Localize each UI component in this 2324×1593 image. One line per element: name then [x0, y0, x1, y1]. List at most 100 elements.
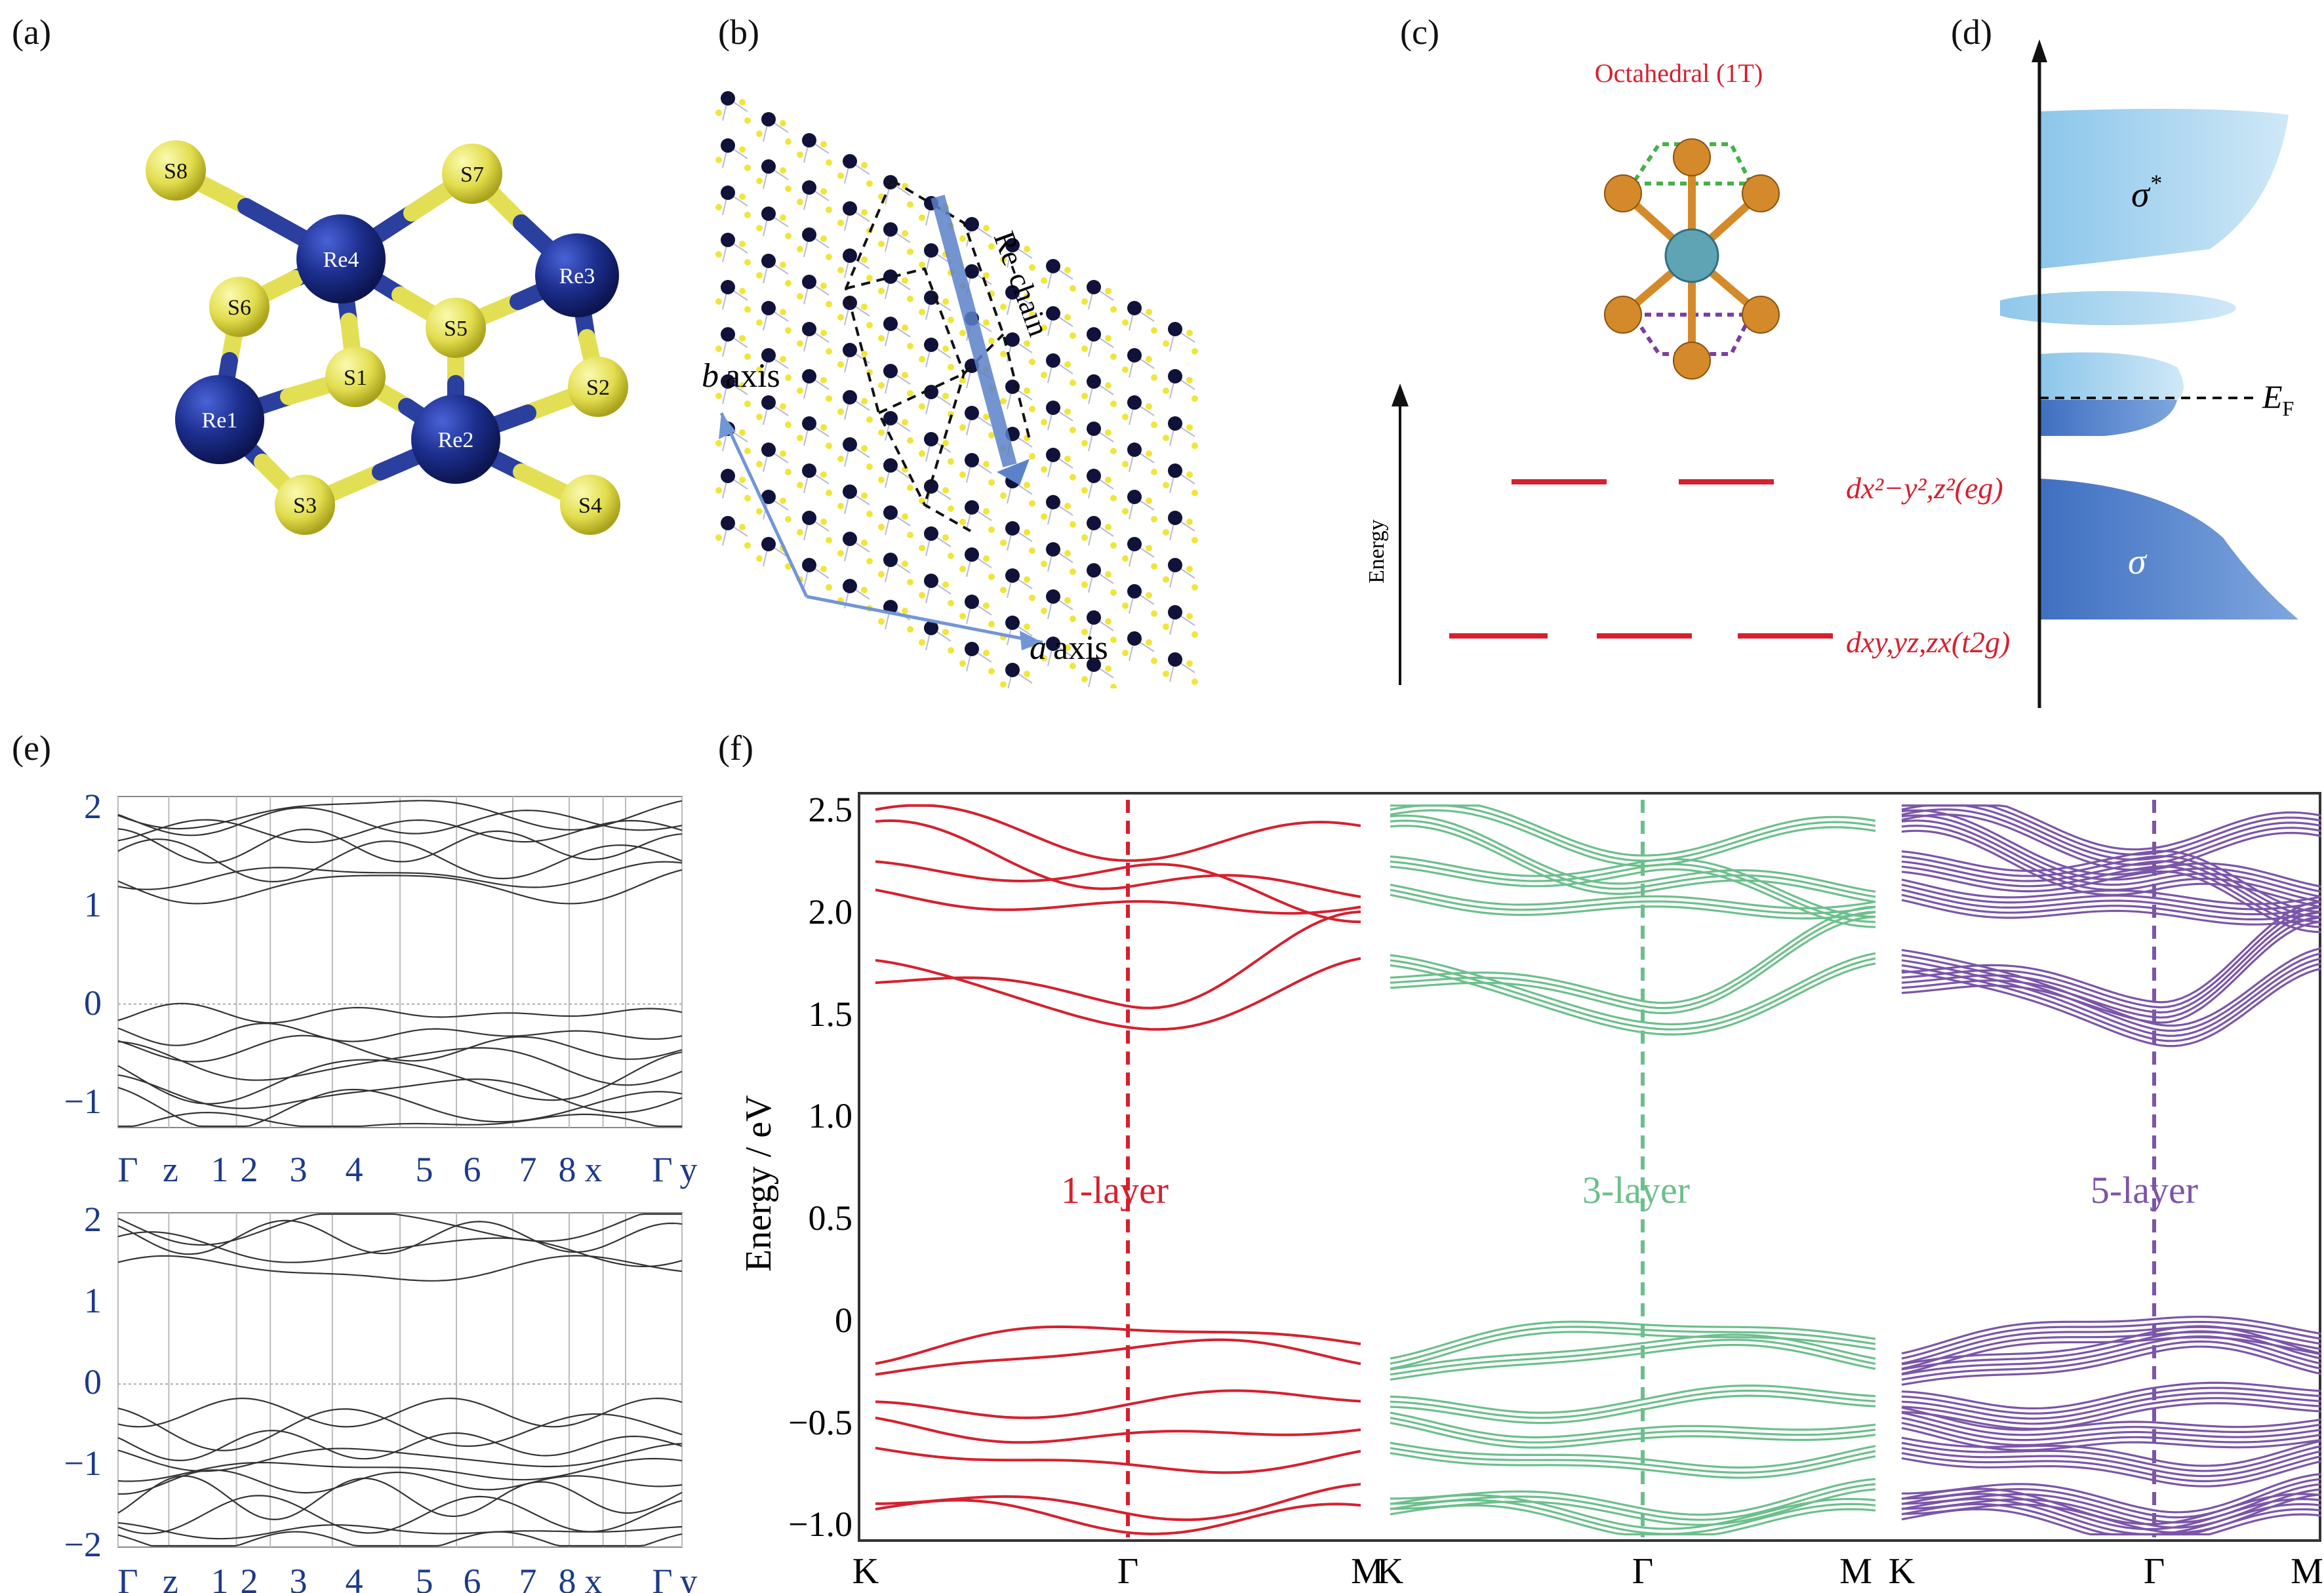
band-line	[1901, 1452, 2322, 1483]
s-atom	[797, 435, 803, 441]
re-atom	[965, 547, 979, 562]
svg-text:−1.0: −1.0	[788, 1504, 852, 1544]
s-atom	[820, 141, 827, 148]
re-atom	[802, 227, 816, 242]
band-line	[1901, 905, 2322, 1009]
s-atom	[756, 319, 763, 326]
s-atom	[785, 516, 791, 522]
band-line	[1901, 1483, 2322, 1524]
s-atom	[1070, 663, 1076, 669]
band-line	[1390, 1494, 1876, 1530]
s-atom	[1192, 537, 1198, 543]
s-atom	[1192, 678, 1198, 685]
band-line	[1390, 957, 1876, 1031]
band-line	[875, 1389, 1361, 1419]
re-atom	[883, 505, 898, 520]
band-line	[1390, 1417, 1876, 1444]
s-atom	[866, 322, 873, 328]
band-line	[117, 1002, 683, 1024]
s-atom	[1110, 589, 1117, 596]
k-label: Γ	[117, 1150, 138, 1189]
re-atom	[721, 186, 735, 200]
s-atom	[861, 162, 868, 168]
s-atom	[785, 374, 791, 381]
band-line	[875, 819, 1361, 898]
band-line	[1901, 1497, 2322, 1535]
s-atom	[988, 338, 995, 344]
atom-s5	[426, 298, 486, 358]
atom-re3	[535, 233, 619, 317]
s-atom	[756, 130, 763, 137]
band-line	[875, 1446, 1361, 1474]
band-line	[1901, 1487, 2322, 1525]
s-atom	[919, 592, 925, 599]
s-atom	[780, 356, 786, 363]
re-atom	[843, 201, 857, 216]
band-line	[1390, 1344, 1876, 1381]
s-atom	[942, 581, 949, 588]
k-label: 8	[559, 1150, 576, 1189]
s-atom	[1186, 377, 1193, 384]
s-atom	[1081, 440, 1088, 446]
band-line	[1390, 952, 1876, 1026]
s-atom	[756, 366, 763, 373]
label-re3: Re3	[559, 264, 595, 288]
band-line	[1390, 884, 1876, 910]
re-atom	[1005, 238, 1020, 252]
re-atom	[883, 317, 898, 331]
s-atom	[907, 484, 913, 491]
band-line	[1390, 1442, 1876, 1469]
re-atom	[1168, 322, 1182, 336]
s-atom	[826, 442, 832, 449]
s-atom	[1070, 285, 1076, 292]
band-line	[117, 1469, 683, 1495]
re-atom	[1005, 521, 1020, 536]
s-atom	[959, 424, 966, 431]
band-line	[117, 1255, 683, 1282]
band-line	[1901, 860, 2322, 923]
s-atom	[959, 566, 966, 572]
s-atom	[1029, 547, 1035, 554]
s-atom	[785, 280, 791, 286]
s-atom	[983, 272, 990, 279]
s-atom	[820, 330, 827, 336]
s-atom	[1163, 482, 1169, 488]
s-atom	[1041, 608, 1047, 614]
f-band-lines	[875, 804, 2322, 1536]
band-line	[875, 910, 1361, 1010]
s-atom	[1024, 387, 1030, 394]
band-line	[117, 1407, 683, 1451]
s-atom	[861, 351, 868, 357]
s-atom	[739, 146, 746, 153]
s-atom	[1041, 277, 1047, 284]
s-atom	[1163, 671, 1169, 677]
k-label: x	[585, 1150, 603, 1189]
k-label: 6	[464, 1562, 481, 1593]
band-line	[875, 1499, 1361, 1535]
s-atom	[1192, 490, 1198, 496]
panel-f-bands: 2.5 2.0 1.5 1.0 0.5 0 −0.5 −1.0 Energy /…	[738, 790, 2323, 1592]
re-atom	[924, 479, 938, 494]
s-atom	[1151, 610, 1157, 617]
s-atom	[826, 301, 832, 307]
s-atom	[1122, 508, 1129, 515]
re-atom	[1168, 369, 1182, 384]
s-atom	[919, 450, 925, 457]
s-atom	[878, 571, 885, 578]
s-atom	[983, 650, 990, 656]
svg-text:2.0: 2.0	[809, 892, 853, 932]
s-atom	[756, 555, 763, 562]
s-atom	[837, 267, 844, 273]
band-line	[1390, 1499, 1876, 1535]
re-atom	[1087, 327, 1101, 342]
s-atom	[715, 298, 722, 305]
s-atom	[919, 214, 925, 221]
s-atom	[1024, 482, 1030, 488]
s-atom	[1000, 398, 1007, 404]
s-atom	[785, 233, 791, 239]
s-atom	[797, 340, 803, 347]
band-line	[1901, 1316, 2322, 1355]
s-atom	[715, 251, 722, 258]
